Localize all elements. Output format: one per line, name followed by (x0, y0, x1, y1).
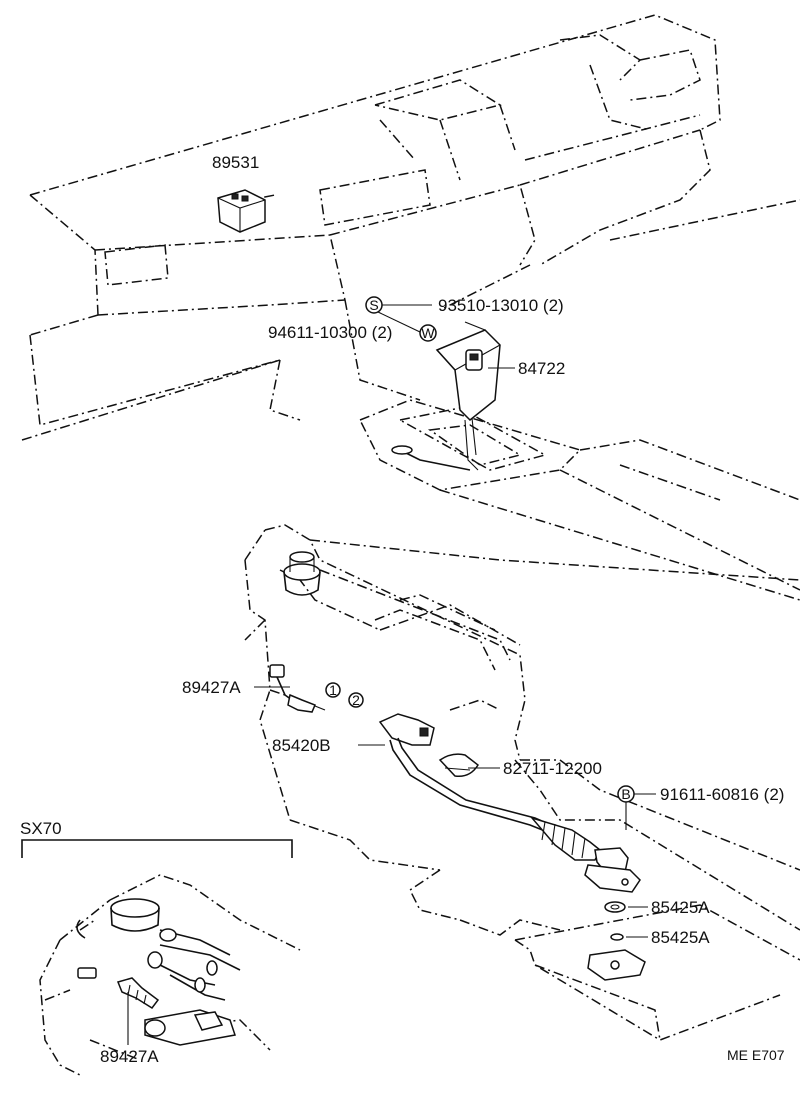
label-82711: 82711-12200 (503, 759, 602, 778)
label-85425a-1: 85425A (651, 898, 710, 917)
figure-code: ME E707 (727, 1047, 785, 1063)
cable-85420b (378, 713, 641, 893)
sx70-engine (39, 874, 301, 1076)
symbol-s-circle: S (365, 296, 383, 314)
sensor-89427a-main (269, 664, 326, 713)
svg-text:B: B (621, 786, 630, 802)
leader-switch (464, 321, 486, 331)
relay-89531 (217, 189, 266, 233)
label-91611: 91611-60816 (2) (660, 785, 784, 804)
svg-text:W: W (421, 325, 435, 341)
label-89427a-sx70: 89427A (100, 1047, 159, 1066)
label-85420b: 85420B (272, 736, 331, 755)
label-94611: 94611-10300 (2) (268, 323, 392, 342)
washer-85425a-1 (604, 901, 626, 913)
engine-block (244, 524, 800, 1041)
label-89531: 89531 (212, 153, 259, 172)
label-89427a-main: 89427A (182, 678, 241, 697)
symbol-circle-2: 2 (348, 692, 364, 708)
label-84722: 84722 (518, 359, 565, 378)
mount-flange (587, 949, 646, 981)
sx70-section-title: SX70 (20, 819, 62, 838)
svg-text:1: 1 (329, 682, 337, 698)
clamp-82711 (438, 753, 479, 778)
dashboard-panel (21, 14, 800, 601)
svg-text:S: S (369, 297, 378, 313)
label-93510: 93510-13010 (2) (438, 296, 564, 315)
engine-oil-cap (283, 551, 321, 596)
symbol-w-circle: W (419, 324, 437, 342)
label-85425a-2: 85425A (651, 928, 710, 947)
sx70-section-bracket (21, 839, 293, 858)
symbol-b-circle: B (617, 785, 635, 803)
sensor-89427a-sx70 (77, 967, 160, 1010)
leader-94611 (377, 311, 421, 333)
switch-bracket-84722 (391, 329, 501, 471)
svg-text:2: 2 (352, 692, 360, 708)
symbol-circle-1: 1 (325, 682, 341, 698)
washer-85425a-2 (610, 933, 624, 941)
